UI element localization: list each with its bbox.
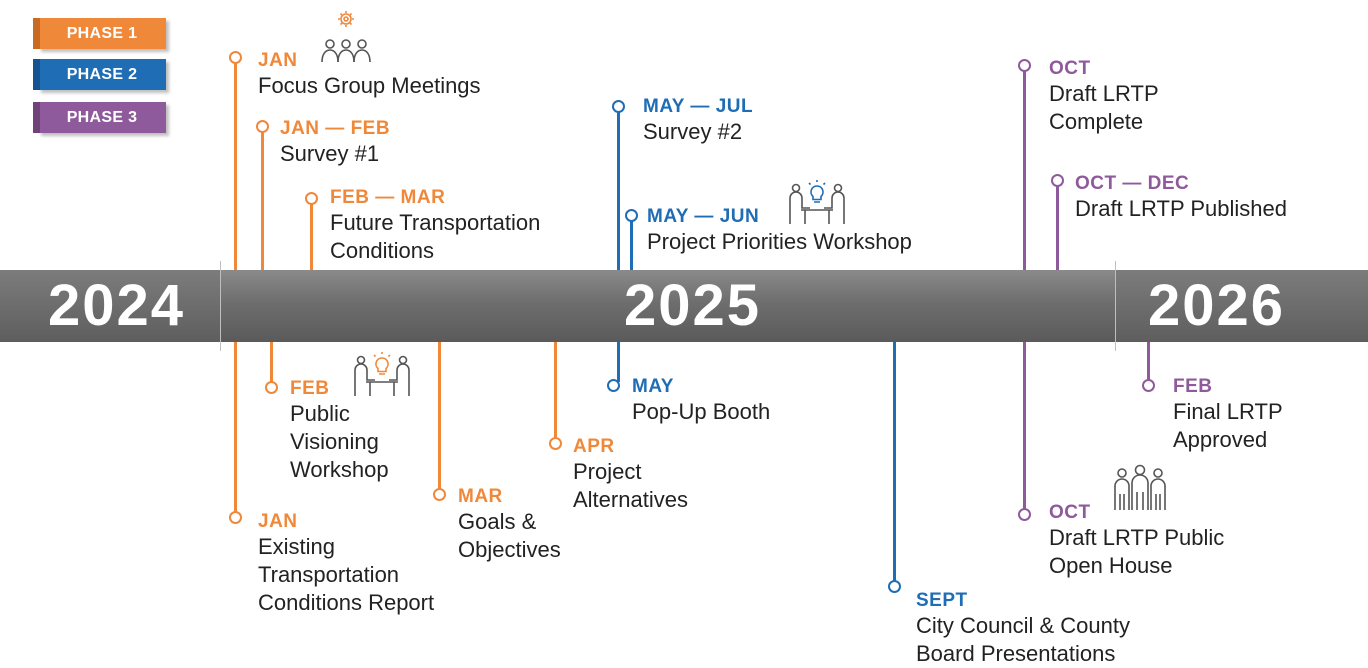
year-divider [220, 261, 221, 351]
event-label: Pop-Up Booth [632, 399, 771, 424]
workshop-icon [354, 352, 410, 396]
event-label: Final LRTP Approved [1173, 399, 1283, 452]
year-2026: 2026 [1148, 273, 1286, 338]
event-marker [625, 209, 638, 222]
event-date: MAY — JUN [647, 206, 760, 227]
legend-phase-1-label: PHASE 1 [66, 24, 138, 42]
year-2025: 2025 [624, 273, 762, 338]
event-label: Draft LRTP Published [1075, 196, 1287, 221]
event-marker [229, 511, 242, 524]
event-date: OCT [1049, 58, 1091, 79]
event-open-house: OCT Draft LRTP Public Open House [1049, 502, 1224, 580]
legend-phase-2-label: PHASE 2 [66, 65, 138, 83]
event-date: MAR [458, 486, 503, 507]
event-label: Project Alternatives [573, 459, 688, 512]
legend-phase-3-label: PHASE 3 [66, 108, 138, 126]
event-marker [1018, 508, 1031, 521]
event-date: FEB [1173, 376, 1213, 397]
event-marker [1018, 59, 1031, 72]
event-label: Survey #2 [643, 119, 743, 144]
event-goals: MAR Goals & Objectives [458, 486, 561, 564]
workshop-icon [789, 180, 845, 224]
event-date: MAY [632, 376, 674, 397]
event-marker [229, 51, 242, 64]
year-divider [1115, 261, 1116, 351]
event-date: JAN [258, 511, 298, 532]
year-2024: 2024 [48, 273, 186, 338]
event-marker [256, 120, 269, 133]
event-label: Public Visioning Workshop [290, 401, 389, 482]
group-icon [1114, 464, 1166, 510]
event-label: Focus Group Meetings [258, 73, 481, 98]
event-label: City Council & County Board Presentation… [916, 613, 1130, 666]
legend-phase-1: PHASE 1 [33, 18, 166, 49]
event-marker [612, 100, 625, 113]
event-date: MAY — JUL [643, 96, 754, 117]
event-popup-booth: MAY Pop-Up Booth [632, 376, 770, 426]
event-draft-published: OCT — DEC Draft LRTP Published [1075, 173, 1287, 223]
event-date: FEB — MAR [330, 187, 446, 208]
event-marker [607, 379, 620, 392]
event-marker [888, 580, 901, 593]
event-date: APR [573, 436, 615, 457]
event-focus-group: JAN Focus Group Meetings [258, 50, 481, 100]
event-label: Project Priorities Workshop [647, 229, 912, 254]
people-gear-icon [321, 11, 371, 63]
event-existing-conditions: JAN Existing Transportation Conditions R… [258, 511, 434, 617]
event-label: Survey #1 [280, 141, 380, 166]
event-draft-complete: OCT Draft LRTP Complete [1049, 58, 1159, 136]
event-label: Existing Transportation Conditions Repor… [258, 534, 435, 615]
year-bar: 2024 2025 2026 [0, 270, 1368, 342]
legend-phase-3: PHASE 3 [33, 102, 166, 133]
event-label: Goals & Objectives [458, 509, 561, 562]
event-marker [305, 192, 318, 205]
event-label: Future Transportation Conditions [330, 210, 541, 263]
event-survey-2: MAY — JUL Survey #2 [643, 96, 753, 146]
event-date: FEB [290, 378, 330, 399]
event-date: JAN [258, 50, 298, 71]
event-presentations: SEPT City Council & County Board Present… [916, 590, 1130, 668]
event-marker [549, 437, 562, 450]
event-label: Draft LRTP Complete [1049, 81, 1159, 134]
event-label: Draft LRTP Public Open House [1049, 525, 1225, 578]
event-public-visioning: FEB Public Visioning Workshop [290, 378, 389, 484]
event-marker [433, 488, 446, 501]
event-survey-1: JAN — FEB Survey #1 [280, 118, 390, 168]
event-date: OCT [1049, 502, 1091, 523]
event-final-approved: FEB Final LRTP Approved [1173, 376, 1283, 454]
event-marker [1142, 379, 1155, 392]
event-marker [1051, 174, 1064, 187]
event-date: SEPT [916, 590, 968, 611]
event-date: OCT — DEC [1075, 173, 1190, 194]
event-priorities-workshop: MAY — JUN Project Priorities Workshop [647, 206, 912, 256]
event-marker [265, 381, 278, 394]
event-date: JAN — FEB [280, 118, 391, 139]
event-future-conditions: FEB — MAR Future Transportation Conditio… [330, 187, 540, 265]
legend-phase-2: PHASE 2 [33, 59, 166, 90]
event-alternatives: APR Project Alternatives [573, 436, 688, 514]
